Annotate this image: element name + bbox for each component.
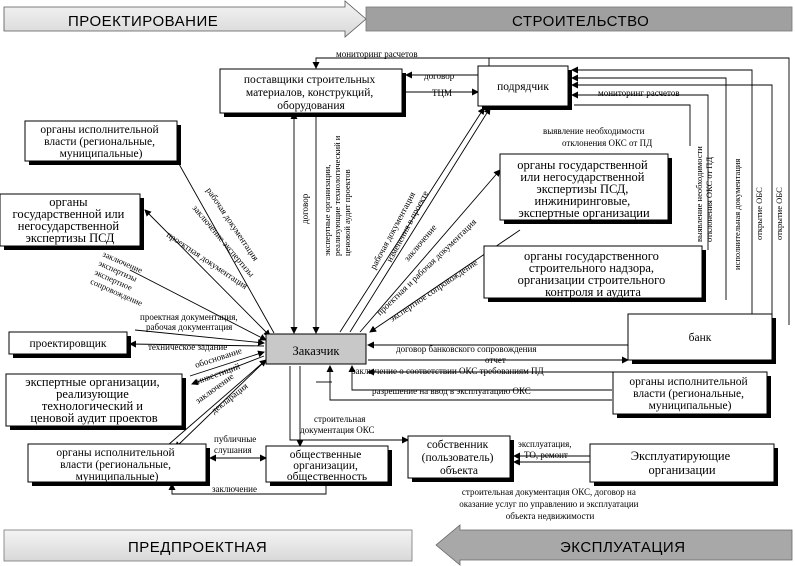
label-contract: договор <box>424 71 455 81</box>
stage-construction-band: СТРОИТЕЛЬСТВО <box>365 6 793 32</box>
label-deviation-v: выявление необходимости отклонения ОКС о… <box>694 144 714 242</box>
svg-text:органы исполнительной вл: органы исполнительной власти (региональн… <box>56 447 177 483</box>
label-tech-task: техническое задание <box>148 342 227 352</box>
customer-label: Заказчик <box>293 344 341 358</box>
stage-design-label: ПРОЕКТИРОВАНИЕ <box>68 13 218 30</box>
label-contract-v: договор <box>300 193 310 224</box>
label-open-obs-1: открытие ОБС <box>754 187 764 240</box>
node-exec-auth-bottom: органы исполнительной власти (региональн… <box>27 443 210 486</box>
label-expert-orgs-v: экспертные организации, реализующие техн… <box>322 134 352 256</box>
node-suppliers: поставщики строительных материалов, конс… <box>219 68 406 117</box>
label-tcm: ТЦМ <box>432 88 452 98</box>
label-exec-docs: исполнительная документация <box>732 159 742 270</box>
node-expert-orgs-left: экспертные организации, реализующие техн… <box>5 373 186 430</box>
svg-text:экспертные организации,: экспертные организации, реализующие техн… <box>25 375 163 425</box>
svg-text:органы исполнительной вл: органы исполнительной власти (региональн… <box>629 376 750 412</box>
stage-predesign-band: ПРЕДПРОЕКТНАЯ <box>3 529 413 562</box>
label-construction-docs: строительная документация ОКС <box>300 414 375 435</box>
svg-text:органы государственной и: органы государственной или негосударстве… <box>517 158 651 220</box>
label-compliance: заключение о соответствии ОКС требования… <box>352 366 544 376</box>
label-deviation-h: выявление необходимости отклонения ОКС о… <box>543 126 652 148</box>
svg-text:Эксплуатирующие организа: Эксплуатирующие организации <box>631 449 734 477</box>
label-conclusion-3: заключение <box>212 484 257 494</box>
node-contractor: подрядчик <box>477 65 572 110</box>
node-bank: банк <box>627 313 776 364</box>
label-public-hearings: публичные слушания <box>214 434 259 455</box>
label-owner-docs: строительная документация ОКС, договор н… <box>459 487 640 521</box>
label-open-obs-2: открытие ОБС <box>774 187 784 240</box>
node-designer: проектировщик <box>8 331 131 358</box>
label-monitoring-top: мониторинг расчетов <box>336 49 418 59</box>
label-permission: разрешение на ввод в эксплуатацию ОКС <box>372 386 531 396</box>
svg-text:органы государственного: органы государственного строительного на… <box>518 249 669 299</box>
stage-design-arrow: ПРОЕКТИРОВАНИЕ <box>3 0 367 38</box>
stage-operation-label: ЭКСПЛУАТАЦИЯ <box>560 539 686 556</box>
stage-predesign-label: ПРЕДПРОЕКТНАЯ <box>128 539 267 556</box>
label-work-docs-proj: рабочая документация изменения в проекте <box>368 184 430 276</box>
label-operation-to: эксплуатация, ТО, ремонт <box>518 439 574 460</box>
node-exec-auth-top: органы исполнительной власти (региональн… <box>24 120 181 165</box>
node-customer: Заказчик <box>265 333 367 365</box>
contractor-label: подрядчик <box>497 81 549 93</box>
svg-text:поставщики строительных: поставщики строительных материалов, конс… <box>244 74 378 112</box>
svg-text:общественные организации: общественные организации, общественность <box>287 449 367 483</box>
label-report: отчет <box>485 355 506 365</box>
label-proj-work-docs-2: проектная документация, рабочая документ… <box>140 312 240 332</box>
svg-text:собственник (пользовател: собственник (пользователь) объекта <box>422 439 497 477</box>
stage-construction-label: СТРОИТЕЛЬСТВО <box>512 13 649 30</box>
label-bank-contract: договор банковского сопровождения <box>396 344 536 354</box>
bank-label: банк <box>689 332 712 344</box>
node-exec-auth-right: органы исполнительной власти (региональн… <box>612 371 771 418</box>
designer-label: проектировщик <box>29 338 106 350</box>
node-supervision: органы государственного строительного на… <box>483 245 706 302</box>
node-state-expertise: органы государственной или негосударстве… <box>0 193 144 250</box>
node-operators: Эксплуатирующие организации <box>589 443 778 486</box>
node-owner: собственник (пользователь) объекта <box>407 435 514 482</box>
svg-text:органы исполнительной вл: органы исполнительной власти (региональн… <box>40 124 161 160</box>
stage-operation-arrow: ЭКСПЛУАТАЦИЯ <box>435 524 793 566</box>
node-expertise-right: органы государственной или негосударстве… <box>499 153 672 224</box>
label-monitoring-right: мониторинг расчетов <box>598 88 680 98</box>
suppliers-line-3: оборудования <box>277 100 345 112</box>
svg-text:органы государственной и: органы государственной или негосударстве… <box>13 195 128 245</box>
suppliers-line-1: поставщики строительных <box>244 74 376 86</box>
suppliers-line-2: материалов, конструкций, <box>246 87 373 99</box>
node-public-orgs: общественные организации, общественность <box>265 445 392 486</box>
